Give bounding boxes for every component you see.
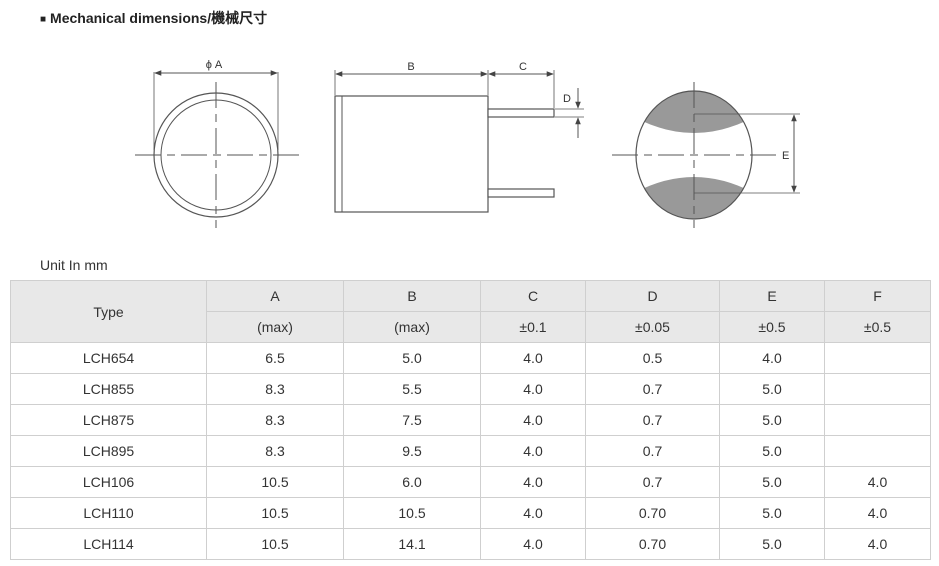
section-heading: ■Mechanical dimensions/機械尺寸: [40, 8, 267, 28]
type-header: Type: [10, 280, 207, 343]
table-row: LCH895 8.3 9.5 4.0 0.7 5.0: [10, 435, 931, 467]
dimension-b-label: B: [407, 61, 414, 73]
cell-c: 4.0: [480, 435, 586, 467]
cell-c: 4.0: [480, 342, 586, 374]
mechanical-drawings: ϕ A B C D E: [135, 59, 800, 228]
cell-a: 8.3: [206, 373, 344, 405]
cell-type: LCH855: [10, 373, 207, 405]
cell-e: 5.0: [719, 497, 825, 529]
cell-e: 5.0: [719, 466, 825, 498]
side-view: [334, 70, 584, 213]
table-row: LCH875 8.3 7.5 4.0 0.7 5.0: [10, 404, 931, 436]
dimension-d-label: D: [563, 93, 571, 105]
cell-d: 0.7: [585, 404, 720, 436]
column-note-b: (max): [343, 311, 481, 343]
cell-a: 8.3: [206, 404, 344, 436]
cell-e: 5.0: [719, 404, 825, 436]
column-header-d: D: [585, 280, 720, 312]
column-header-a: A: [206, 280, 344, 312]
section-heading-text: Mechanical dimensions/機械尺寸: [50, 10, 268, 26]
cell-e: 5.0: [719, 435, 825, 467]
cell-b: 6.0: [343, 466, 481, 498]
cell-e: 4.0: [719, 342, 825, 374]
column-note-a: (max): [206, 311, 344, 343]
dimension-a-label: ϕ A: [206, 59, 223, 71]
column-note-d: ±0.05: [585, 311, 720, 343]
front-view: [135, 70, 302, 228]
cell-type: LCH106: [10, 466, 207, 498]
table-row: LCH114 10.5 14.1 4.0 0.70 5.0 4.0: [10, 528, 931, 560]
table-row: LCH654 6.5 5.0 4.0 0.5 4.0: [10, 342, 931, 374]
cell-a: 10.5: [206, 528, 344, 560]
column-note-e: ±0.5: [719, 311, 825, 343]
cell-a: 10.5: [206, 497, 344, 529]
bottom-view: [612, 82, 800, 228]
dimension-e-label: E: [782, 150, 789, 162]
dimensions-table: Type A B C D E F (max) (max) ±0.1 ±0.05 …: [10, 280, 931, 560]
cell-a: 10.5: [206, 466, 344, 498]
cell-f: [824, 435, 931, 467]
table-row: LCH110 10.5 10.5 4.0 0.70 5.0 4.0: [10, 497, 931, 529]
cell-f: 4.0: [824, 497, 931, 529]
cell-b: 5.0: [343, 342, 481, 374]
column-header-c: C: [480, 280, 586, 312]
cell-d: 0.7: [585, 373, 720, 405]
header-row-letters: Type A B C D E F: [10, 280, 931, 343]
dimension-c-label: C: [519, 61, 527, 73]
header-row-tolerances: (max) (max) ±0.1 ±0.05 ±0.5 ±0.5: [11, 311, 931, 343]
unit-label: Unit In mm: [40, 257, 108, 273]
cell-b: 14.1: [343, 528, 481, 560]
cell-type: LCH110: [10, 497, 207, 529]
column-header-f: F: [824, 280, 931, 312]
cell-c: 4.0: [480, 528, 586, 560]
cell-f: [824, 342, 931, 374]
cell-c: 4.0: [480, 466, 586, 498]
cell-c: 4.0: [480, 497, 586, 529]
table-row: LCH106 10.5 6.0 4.0 0.7 5.0 4.0: [10, 466, 931, 498]
cell-c: 4.0: [480, 373, 586, 405]
cell-d: 0.7: [585, 466, 720, 498]
cell-b: 7.5: [343, 404, 481, 436]
cell-d: 0.5: [585, 342, 720, 374]
column-note-f: ±0.5: [824, 311, 931, 343]
bullet-icon: ■: [40, 14, 47, 25]
cell-type: LCH895: [10, 435, 207, 467]
cell-b: 9.5: [343, 435, 481, 467]
cell-b: 5.5: [343, 373, 481, 405]
cell-e: 5.0: [719, 373, 825, 405]
cell-f: 4.0: [824, 528, 931, 560]
cell-d: 0.70: [585, 528, 720, 560]
cell-type: LCH114: [10, 528, 207, 560]
cell-c: 4.0: [480, 404, 586, 436]
table-row: LCH855 8.3 5.5 4.0 0.7 5.0: [10, 373, 931, 405]
cell-d: 0.70: [585, 497, 720, 529]
cell-a: 6.5: [206, 342, 344, 374]
cell-b: 10.5: [343, 497, 481, 529]
cell-f: [824, 404, 931, 436]
column-note-c: ±0.1: [480, 311, 586, 343]
column-header-e: E: [719, 280, 825, 312]
cell-a: 8.3: [206, 435, 344, 467]
cell-e: 5.0: [719, 528, 825, 560]
column-header-b: B: [343, 280, 481, 312]
cell-d: 0.7: [585, 435, 720, 467]
cell-f: 4.0: [824, 466, 931, 498]
cell-type: LCH654: [10, 342, 207, 374]
cell-type: LCH875: [10, 404, 207, 436]
cell-f: [824, 373, 931, 405]
